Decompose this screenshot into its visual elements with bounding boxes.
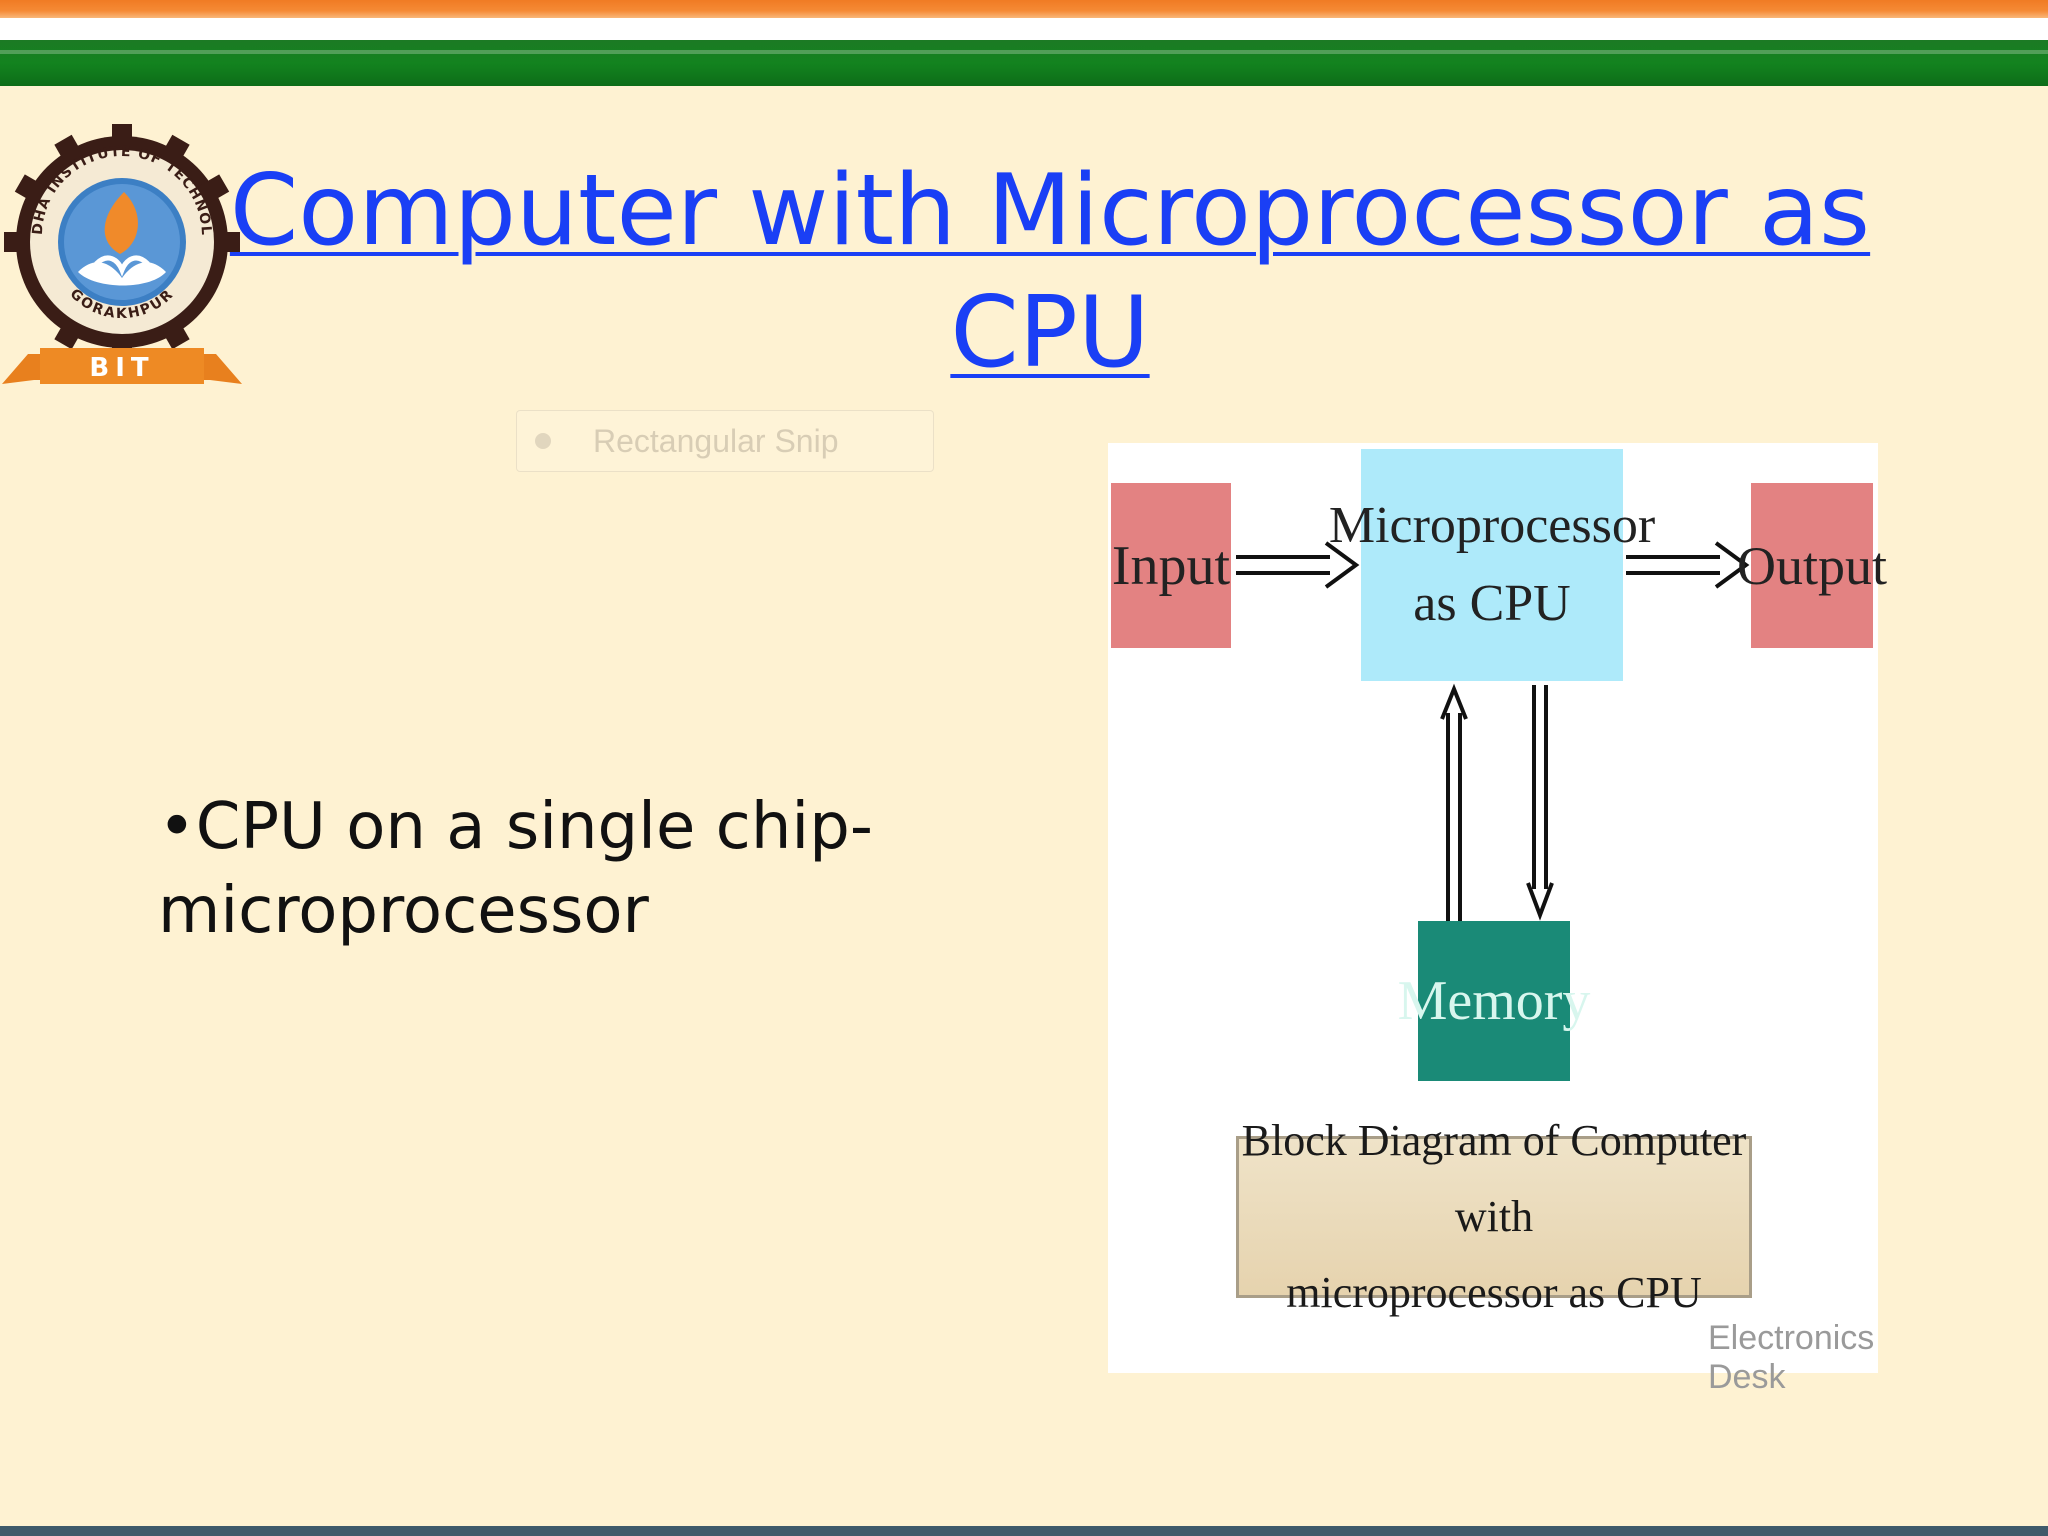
header-band-white <box>0 18 2048 44</box>
block-diagram: Input Microprocessor as CPU Output Memor… <box>1108 443 1887 1396</box>
arrow-cpu-to-memory <box>1526 685 1554 921</box>
logo-banner-text: BIT <box>89 353 154 383</box>
snip-overlay-dot-icon <box>535 433 551 449</box>
header-band-saffron <box>0 0 2048 18</box>
arrow-memory-to-cpu <box>1440 683 1468 921</box>
diagram-arrows <box>1236 541 1750 921</box>
diagram-watermark: Electronics Desk <box>1708 1319 1875 1396</box>
diagram-caption: Block Diagram of Computer with microproc… <box>1236 1116 1752 1317</box>
footer-strip <box>0 1526 2048 1536</box>
slide-title: Computer with Microprocessor as CPU <box>229 154 1871 390</box>
diagram-box-output: Output <box>1737 483 1887 648</box>
snip-overlay-label: Rectangular Snip <box>593 423 839 459</box>
bullet-point: •CPU on a single chip-microprocessor <box>158 790 873 948</box>
diagram-box-input: Input <box>1111 483 1231 648</box>
snip-overlay: Rectangular Snip <box>516 410 934 472</box>
institute-logo-icon: BUDDHA INSTITUTE OF TECHNOLOGY GORAKHPUR… <box>0 104 242 384</box>
diagram-box-memory: Memory <box>1398 921 1590 1081</box>
diagram-box-cpu: Microprocessor as CPU <box>1329 449 1655 681</box>
arrow-cpu-to-output <box>1626 541 1750 589</box>
arrow-input-to-cpu <box>1236 541 1360 589</box>
header-band-green <box>0 40 2048 86</box>
